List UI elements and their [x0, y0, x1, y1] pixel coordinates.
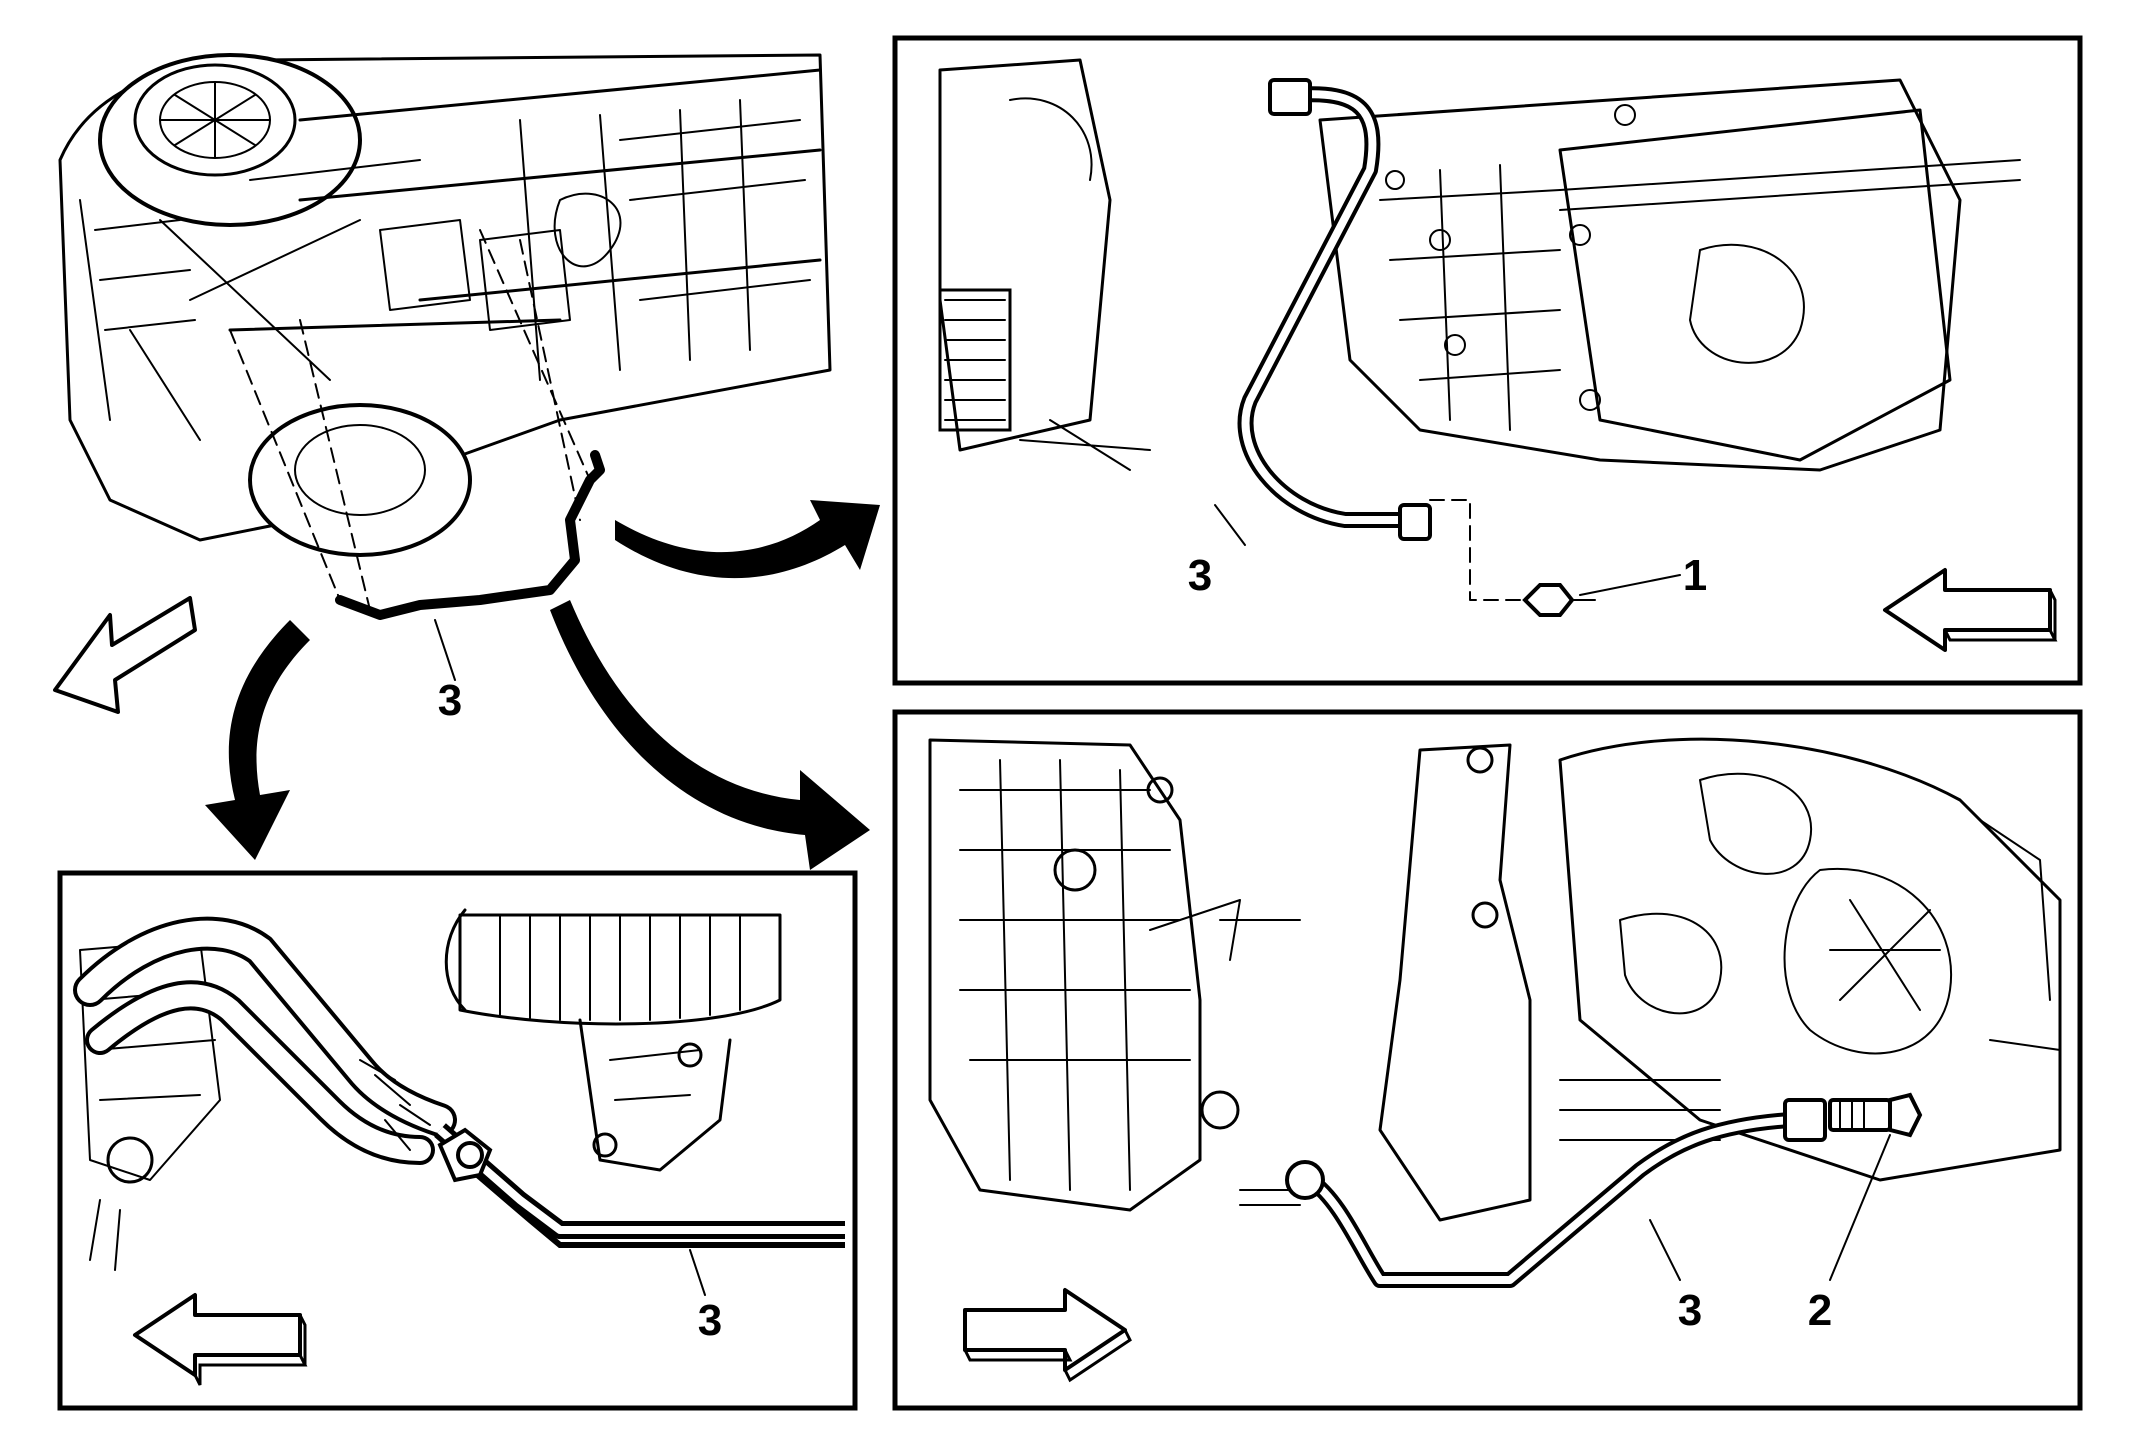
bottom-right-cooler-pipe: [1285, 1098, 1827, 1288]
overview-view: 3: [58, 53, 832, 725]
top-right-bolt-callout: 1: [1683, 551, 1707, 600]
detail-panel-bottom-right: 3 2: [892, 709, 2083, 1411]
bottom-right-bolt-callout: 2: [1808, 1286, 1832, 1335]
bottom-left-cooler-pipe: [434, 1123, 845, 1248]
detail-panel-top-right: 3 1: [892, 35, 2083, 686]
front-tire: [98, 53, 362, 227]
top-right-bolt: [1429, 499, 1596, 617]
pulley: [444, 908, 782, 1026]
bottom-left-hoses: [73, 916, 457, 1165]
bottom-right-direction-arrow-icon: [963, 1288, 1132, 1383]
flow-arrow-to-top-right-icon: [615, 500, 880, 579]
bottom-left-pipe-callout: 3: [698, 1296, 722, 1345]
rear-tire: [248, 403, 472, 557]
bottom-right-pipe-callout: 3: [1678, 1286, 1702, 1335]
flow-arrow-to-bottom-left-icon: [205, 620, 310, 860]
overview-cooler-pipe: [335, 450, 605, 620]
detail-panel-bottom-left: 3: [57, 870, 858, 1411]
bottom-right-bolt: [1828, 1092, 1923, 1138]
overview-direction-arrow-icon: [53, 596, 197, 714]
flow-arrow-to-bottom-right-icon: [550, 600, 870, 870]
top-right-cooler-pipe: [1237, 78, 1432, 541]
bottom-left-direction-arrow-icon: [133, 1293, 308, 1386]
top-right-direction-arrow-icon: [1883, 568, 2058, 652]
overview-pipe-callout: 3: [438, 676, 462, 725]
top-right-pipe-callout: 3: [1188, 551, 1212, 600]
